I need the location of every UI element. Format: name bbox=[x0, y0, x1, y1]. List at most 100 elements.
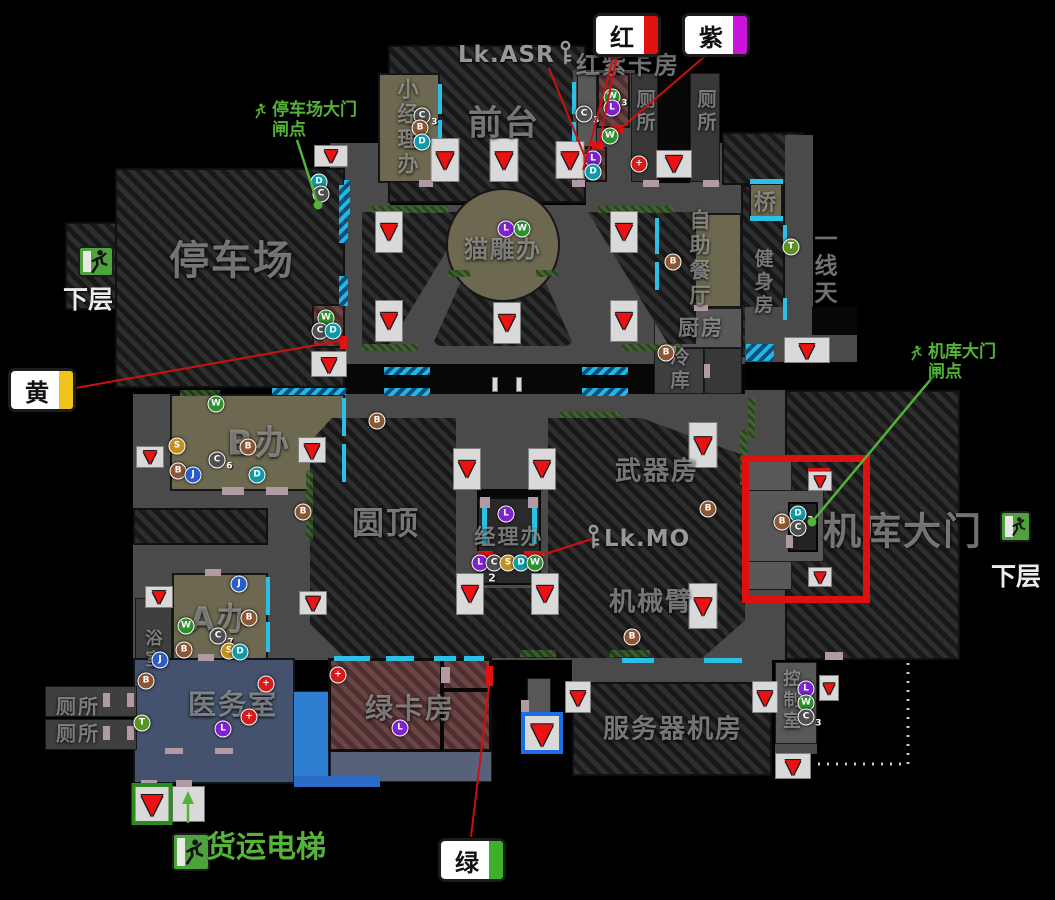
door-marker bbox=[266, 487, 288, 495]
vegetation-strip bbox=[362, 344, 418, 351]
loot-letter: B bbox=[669, 256, 677, 267]
loot-icon-D: D bbox=[413, 133, 431, 151]
loot-icon-J: J bbox=[184, 466, 202, 484]
loot-count: 3 bbox=[593, 115, 600, 126]
loot-icon-L: L bbox=[214, 720, 232, 738]
room-label: 厕所 bbox=[694, 89, 717, 135]
triangle-icon: ▼ bbox=[615, 219, 633, 244]
window-strip bbox=[344, 180, 350, 218]
loot-icon-W: W bbox=[526, 554, 544, 572]
loot-icon-S: S bbox=[168, 437, 186, 455]
loot-icon-B: B bbox=[240, 609, 258, 627]
vegetation-strip bbox=[560, 412, 620, 418]
server-room bbox=[572, 682, 772, 776]
loot-letter: C bbox=[214, 630, 222, 641]
loot-letter: L bbox=[220, 723, 226, 734]
loot-icon-L: L bbox=[391, 719, 409, 737]
door-marker bbox=[165, 748, 183, 754]
room-label: 厨房 bbox=[678, 316, 724, 340]
loot-letter: W bbox=[605, 130, 615, 141]
vegetation-strip bbox=[448, 270, 470, 277]
parking_gate-annotation: 停车场大门闸点 bbox=[252, 100, 357, 141]
control-band bbox=[775, 744, 817, 754]
loot-letter: C bbox=[580, 108, 588, 119]
triangle-icon: ▼ bbox=[305, 591, 321, 614]
triangle-icon: ▼ bbox=[380, 219, 398, 244]
loot-icon-L: L bbox=[497, 220, 515, 238]
door-marker bbox=[694, 305, 708, 311]
door-marker bbox=[127, 726, 134, 740]
loot-letter: J bbox=[158, 654, 162, 665]
loot-icon-B: B bbox=[175, 641, 193, 659]
keycard-swatch bbox=[644, 16, 658, 54]
loot-letter: D bbox=[794, 508, 802, 519]
loot-icon-B: B bbox=[699, 500, 717, 518]
loot-letter: L bbox=[503, 223, 509, 234]
card-door-marker bbox=[592, 142, 604, 150]
triangle-icon: ▼ bbox=[533, 456, 551, 481]
door-marker bbox=[215, 748, 233, 754]
loot-icon-L: L bbox=[603, 99, 621, 117]
room-label: 武器房 bbox=[614, 456, 700, 487]
loot-letter: B bbox=[704, 503, 712, 514]
loot-letter: D bbox=[253, 469, 261, 480]
loot-letter: W bbox=[517, 223, 527, 234]
door-marker bbox=[521, 700, 529, 716]
loot-icon-B: B bbox=[294, 503, 312, 521]
hangar_gate-annotation: 机库大门闸点 bbox=[908, 342, 996, 383]
triangle-icon: ▼ bbox=[461, 581, 479, 606]
vegetation-strip bbox=[622, 344, 682, 351]
loot-icon-B: B bbox=[137, 672, 155, 690]
window-strip bbox=[386, 656, 414, 661]
stair-marker: ▼ bbox=[819, 675, 839, 701]
loot-letter: L bbox=[397, 722, 403, 733]
window-strip bbox=[482, 508, 487, 544]
loot-icon-L: L bbox=[497, 505, 515, 523]
door-marker bbox=[786, 535, 793, 548]
door-marker bbox=[480, 497, 490, 508]
door-marker bbox=[528, 497, 538, 508]
loot-icon-medic: + bbox=[630, 155, 648, 173]
loot-icon-C: C bbox=[312, 185, 330, 203]
card-door-marker bbox=[486, 666, 493, 686]
loot-icon-C: C bbox=[789, 519, 807, 537]
loot-letter: C bbox=[490, 557, 498, 568]
vegetation-strip bbox=[306, 470, 313, 540]
loot-icon-T: T bbox=[133, 714, 151, 732]
triangle-icon: ▼ bbox=[436, 146, 454, 173]
loot-icon-B: B bbox=[773, 513, 791, 531]
window-strip bbox=[655, 262, 659, 290]
window-strip bbox=[339, 276, 348, 306]
vegetation-strip bbox=[180, 390, 220, 396]
door-marker bbox=[198, 654, 214, 661]
loot-letter: B bbox=[245, 612, 253, 623]
window-strip bbox=[622, 658, 654, 663]
stair-marker: ▼ bbox=[775, 753, 811, 779]
loot-letter: B bbox=[142, 675, 150, 686]
triangle-icon: ▼ bbox=[694, 592, 712, 619]
loot-letter: C bbox=[802, 711, 810, 722]
level-label: 下层 bbox=[990, 562, 1042, 591]
loot-letter: B bbox=[778, 516, 786, 527]
triangle-icon: ▼ bbox=[570, 685, 586, 709]
window-strip bbox=[334, 656, 370, 661]
room-label: B办 bbox=[227, 423, 291, 464]
loot-letter: D bbox=[418, 136, 426, 147]
cat-statue-office bbox=[446, 188, 560, 302]
annotation-line: 闸点 bbox=[272, 120, 306, 141]
stair-marker: ▼ bbox=[688, 583, 718, 629]
loot-icon-B: B bbox=[664, 253, 682, 271]
loot-letter: + bbox=[245, 711, 253, 722]
vegetation-strip bbox=[610, 650, 650, 657]
narrow-black-notch bbox=[812, 307, 857, 335]
window-strip bbox=[384, 367, 430, 375]
door-marker bbox=[419, 180, 433, 187]
loot-icon-medic: + bbox=[257, 675, 275, 693]
door-marker bbox=[222, 487, 244, 495]
window-strip bbox=[783, 225, 787, 243]
triangle-icon: ▼ bbox=[814, 567, 826, 586]
loot-letter: W bbox=[211, 398, 221, 409]
loot-icon-W: W bbox=[207, 395, 225, 413]
window-strip bbox=[750, 216, 783, 221]
